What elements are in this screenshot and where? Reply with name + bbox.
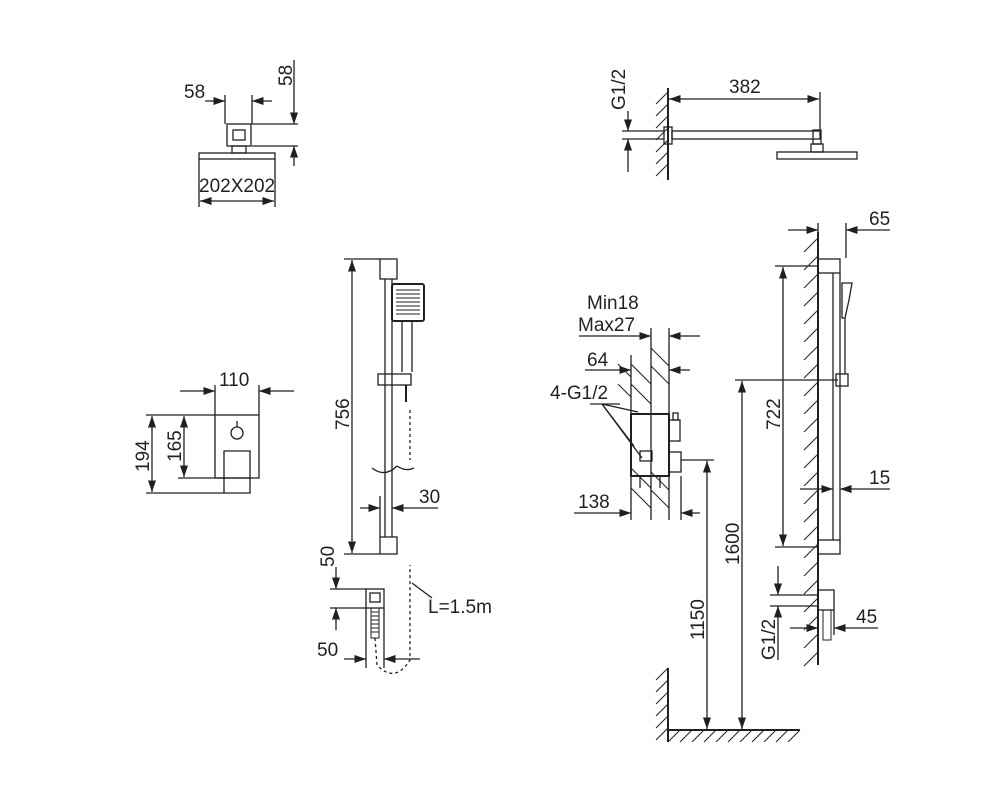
arm-length-label: 382 (729, 77, 761, 98)
outlet-side-label: 50 (317, 640, 338, 661)
wall-outlet (365, 588, 385, 609)
arm-thread-label: G1/2 (609, 69, 630, 110)
valve-outer-height-label: 194 (133, 440, 154, 472)
rail-offset-label: 65 (869, 209, 890, 230)
overhead-width-label: 58 (184, 82, 205, 103)
rail-length-label: 756 (333, 398, 354, 430)
outlet-top-label: 50 (318, 546, 339, 567)
rail-top-bracket (379, 258, 398, 280)
concealed-valve-front-view: 110 194 165 (133, 370, 294, 494)
valve-inner-height-label: 165 (165, 430, 186, 462)
overhead-size-label: 202X202 (199, 176, 275, 197)
slide-rail-front-view: 756 30 (333, 258, 440, 555)
showerhead-connector (226, 123, 252, 147)
overhead-height-label: 58 (276, 65, 297, 86)
shower-arm-side-view: 382 G1/2 (609, 69, 858, 180)
showerhead-plate (198, 152, 276, 160)
valve-handle (223, 450, 251, 494)
valve-knob (230, 426, 244, 440)
shower-arm (671, 130, 821, 140)
installation-heights: 1150 1600 (655, 379, 838, 743)
hose-length-label: L=1.5m (428, 597, 492, 618)
rail-depth-label: 30 (419, 487, 440, 508)
outlet-offset-label: 45 (856, 607, 877, 628)
rail-side-view: 65 722 15 G1/2 45 (759, 209, 890, 667)
rail-slider (377, 373, 412, 386)
wall-outlet-hose: L=1.5m 50 50 (317, 410, 492, 674)
valve-ports-label: 4-G1/2 (550, 383, 608, 404)
valve-handle-side (668, 419, 681, 442)
hand-shower-head (391, 283, 425, 322)
outlet-thread-label: G1/2 (759, 619, 780, 660)
hose-line (374, 565, 411, 674)
overhead-shower-top-view: 58 58 202X202 (184, 60, 299, 207)
rail-span-label: 722 (764, 398, 785, 430)
wall-min-label: Min18 (587, 293, 639, 314)
wall-max-label: Max27 (578, 315, 635, 336)
showerhead-side (776, 151, 858, 160)
rail-gap-label: 15 (869, 468, 890, 489)
valve-wall-section: 4-G1/2 Min18 Max27 64 138 (550, 293, 714, 520)
valve-width-label: 110 (219, 370, 249, 391)
valve-height-label: 1150 (688, 599, 709, 640)
valve-depth-label: 64 (587, 350, 609, 371)
hand-shower-side (841, 282, 853, 319)
shower-height-label: 1600 (723, 523, 744, 565)
valve-body-label: 138 (578, 492, 610, 513)
valve-body (630, 413, 670, 477)
rail-bottom-bracket (379, 536, 398, 555)
